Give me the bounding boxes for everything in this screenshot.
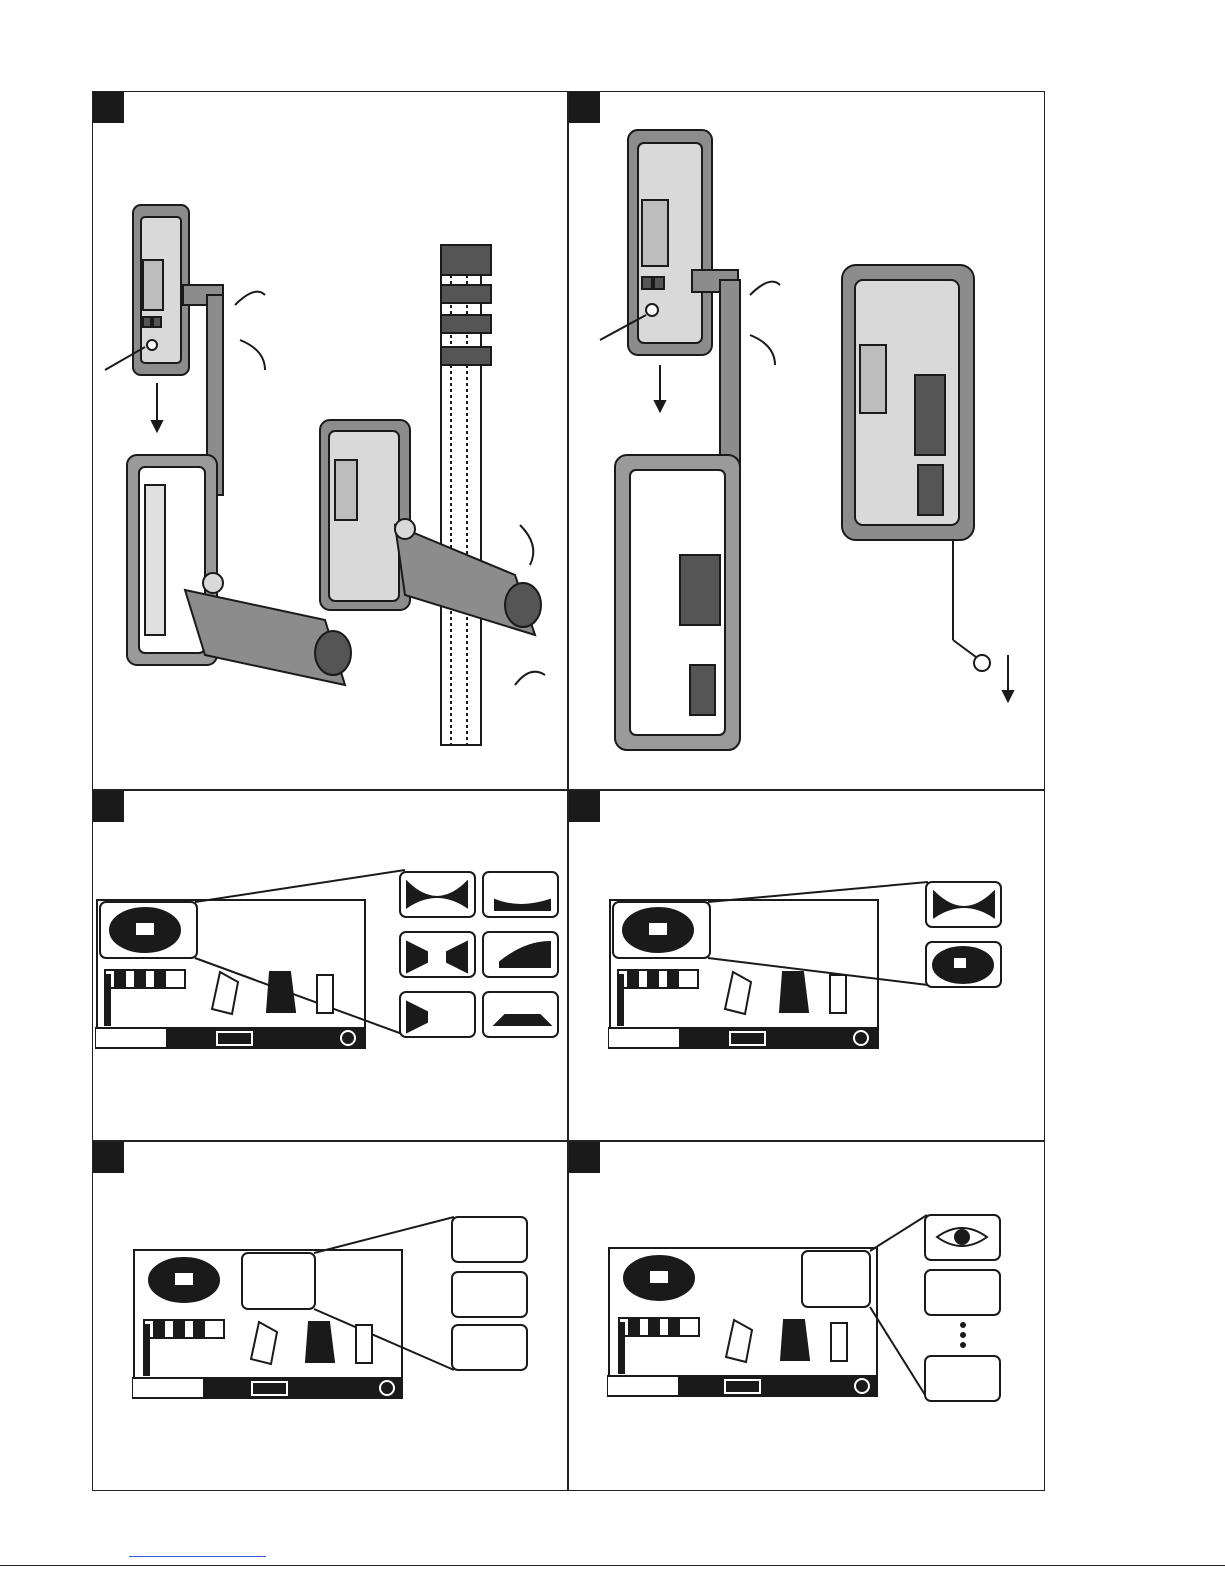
panel-5-tag	[93, 1142, 124, 1173]
receiver-holder-line-illustration	[570, 125, 1040, 785]
panel-6-tag	[569, 1142, 600, 1173]
display-arrow-indicators-illustration	[95, 860, 565, 1060]
display-eye-options-illustration	[607, 1213, 1007, 1403]
display-double-indicators-illustration	[608, 880, 1008, 1055]
panel-2-tag	[569, 92, 600, 123]
panel-3-tag	[93, 791, 124, 822]
receiver-holder-staff-illustration	[95, 125, 565, 785]
footer-rule	[0, 1565, 1225, 1566]
footer-link-underline[interactable]	[129, 1556, 266, 1557]
panel-4-tag	[569, 791, 600, 822]
panel-1-tag	[93, 92, 124, 123]
display-three-options-illustration	[132, 1215, 532, 1400]
